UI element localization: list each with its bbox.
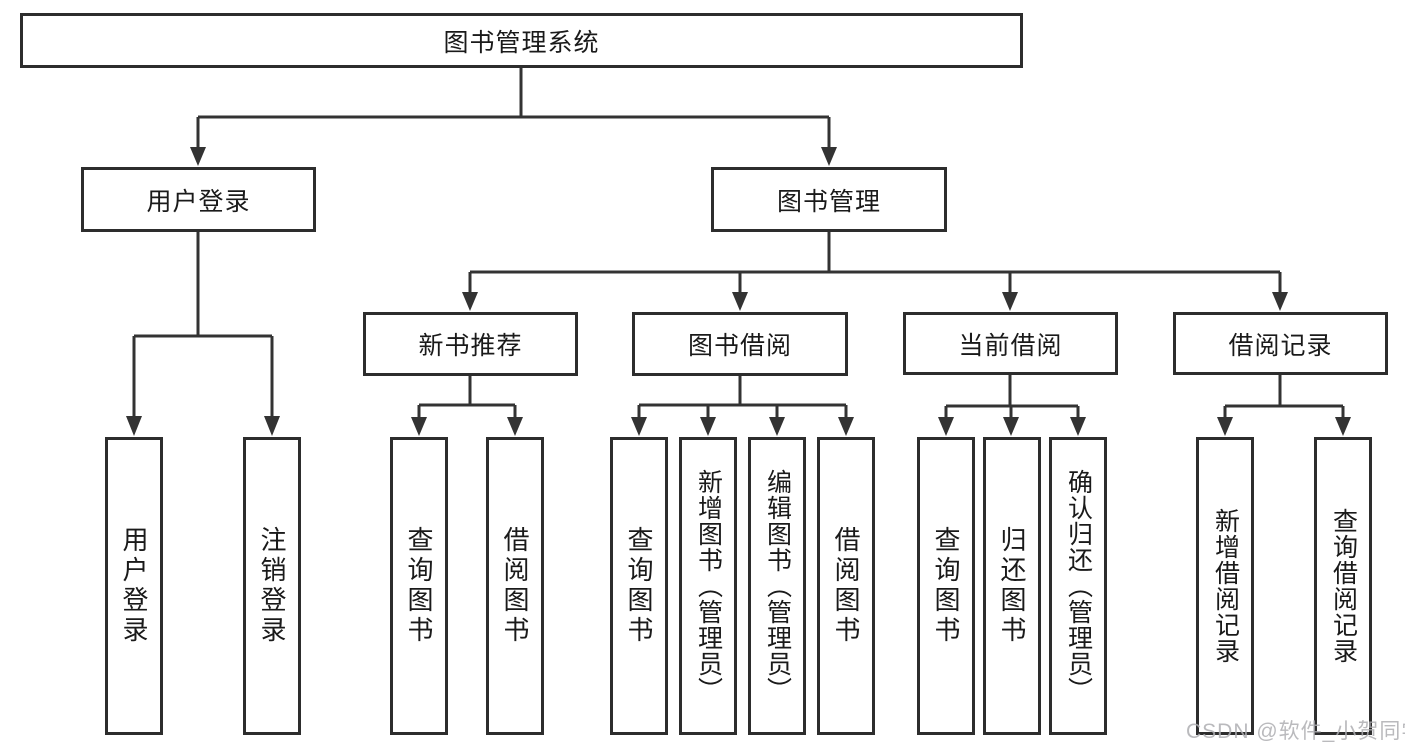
leaf-user-login: 用户登录: [105, 437, 163, 735]
arrow-icon: [1002, 292, 1018, 311]
arrow-icon: [126, 416, 142, 436]
leaf-add-borrow-record-label: 新增借阅记录: [1211, 508, 1240, 664]
leaf-borrow-query-book-label: 查询图书: [624, 526, 654, 646]
connector-root-to-level2: [196, 68, 831, 149]
node-book-borrow-label: 图书借阅: [687, 332, 792, 360]
leaf-current-query-book: 查询图书: [917, 437, 975, 735]
arrow-icon: [631, 417, 647, 436]
connector-newbooks-to-leaves: [417, 376, 517, 418]
node-borrow-records: 借阅记录: [1173, 312, 1388, 375]
arrow-icon: [700, 417, 716, 436]
connector-borrow-to-leaves: [637, 376, 848, 418]
arrow-icon: [1003, 417, 1019, 436]
leaf-edit-book-admin: 编辑图书（管理员）: [748, 437, 806, 735]
leaf-logout-label: 注销登录: [257, 526, 287, 646]
leaf-query-borrow-record-label: 查询借阅记录: [1329, 508, 1358, 664]
arrowheads: [126, 147, 1351, 436]
arrow-icon: [838, 417, 854, 436]
leaf-add-borrow-record: 新增借阅记录: [1196, 437, 1254, 735]
node-root-label: 图书管理系统: [443, 28, 600, 57]
node-current-borrow-label: 当前借阅: [958, 331, 1063, 360]
arrow-icon: [821, 147, 837, 166]
leaf-logout: 注销登录: [243, 437, 301, 735]
arrow-icon: [769, 417, 785, 436]
arrow-icon: [462, 292, 478, 311]
connector-books-to-level3: [468, 232, 1282, 293]
connector-user-to-leaves: [132, 232, 274, 417]
leaf-newbooks-query-book: 查询图书: [390, 437, 448, 735]
arrow-icon: [1070, 417, 1086, 436]
node-book-management: 图书管理: [711, 167, 947, 232]
node-root: 图书管理系统: [20, 13, 1023, 68]
arrow-icon: [1217, 417, 1233, 436]
arrow-icon: [1272, 292, 1288, 311]
arrow-icon: [190, 147, 206, 166]
leaf-return-book-label: 归还图书: [997, 526, 1027, 646]
node-user-login: 用户登录: [81, 167, 316, 232]
connector-current-to-leaves: [944, 375, 1080, 418]
node-current-borrow: 当前借阅: [903, 312, 1118, 375]
leaf-edit-book-admin-label: 编辑图书（管理员）: [763, 469, 792, 703]
leaf-borrow-borrow-book: 借阅图书: [817, 437, 875, 735]
leaf-add-book-admin-label: 新增图书（管理员）: [694, 469, 723, 703]
node-book-borrow: 图书借阅: [632, 312, 848, 376]
leaf-newbooks-borrow-book-label: 借阅图书: [500, 526, 530, 646]
arrow-icon: [507, 417, 523, 436]
leaf-user-login-label: 用户登录: [119, 526, 149, 646]
leaf-borrow-query-book: 查询图书: [610, 437, 668, 735]
leaf-borrow-borrow-book-label: 借阅图书: [831, 526, 861, 646]
node-book-management-label: 图书管理: [776, 187, 881, 216]
leaf-current-query-book-label: 查询图书: [931, 526, 961, 646]
arrow-icon: [411, 417, 427, 436]
leaf-newbooks-borrow-book: 借阅图书: [486, 437, 544, 735]
leaf-newbooks-query-book-label: 查询图书: [404, 526, 434, 646]
leaf-return-book: 归还图书: [983, 437, 1041, 735]
arrow-icon: [732, 292, 748, 311]
node-new-book-recommend-label: 新书推荐: [418, 332, 523, 360]
node-user-login-label: 用户登录: [146, 187, 251, 216]
arrow-icon: [938, 417, 954, 436]
leaf-query-borrow-record: 查询借阅记录: [1314, 437, 1372, 735]
leaf-confirm-return-admin-label: 确认归还（管理员）: [1064, 469, 1093, 703]
node-borrow-records-label: 借阅记录: [1228, 331, 1333, 360]
leaf-add-book-admin: 新增图书（管理员）: [679, 437, 737, 735]
connector-records-to-leaves: [1223, 375, 1345, 418]
watermark: CSDN @软件_小贺同学: [1186, 720, 1405, 743]
leaf-confirm-return-admin: 确认归还（管理员）: [1049, 437, 1107, 735]
node-new-book-recommend: 新书推荐: [363, 312, 578, 376]
arrow-icon: [1335, 417, 1351, 436]
arrow-icon: [264, 416, 280, 436]
